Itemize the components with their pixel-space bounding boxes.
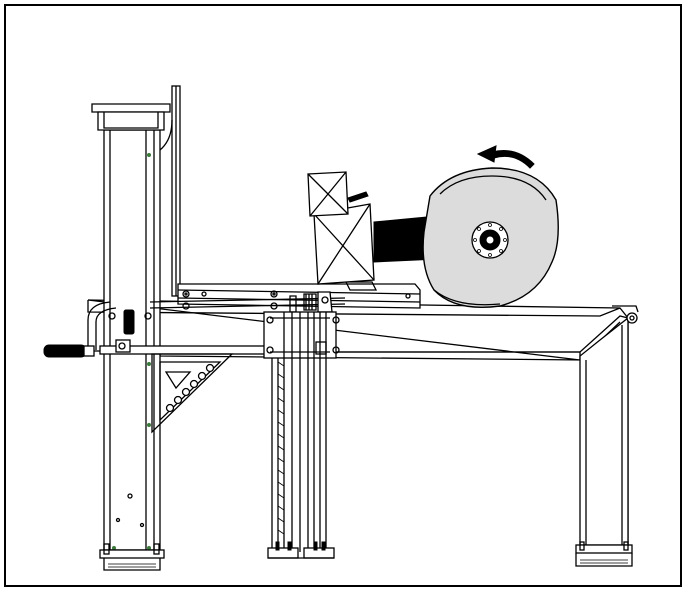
grinding-wheel <box>422 167 559 308</box>
horizontal-table-frame <box>87 299 639 549</box>
vertical-guide-bar <box>159 85 181 297</box>
material-box <box>307 171 375 285</box>
left-column <box>91 103 171 551</box>
sliding-carriage <box>177 281 421 310</box>
left-foot <box>99 543 165 571</box>
right-foot <box>575 541 633 567</box>
vertical-rack-support <box>263 311 340 559</box>
hand-crank-icon <box>43 344 87 358</box>
hand-crank <box>43 301 117 358</box>
rotation-arrow-icon <box>476 145 535 169</box>
hub-bolts <box>473 223 507 257</box>
lower-crossbar <box>99 309 281 434</box>
shaft-spring <box>149 291 346 313</box>
